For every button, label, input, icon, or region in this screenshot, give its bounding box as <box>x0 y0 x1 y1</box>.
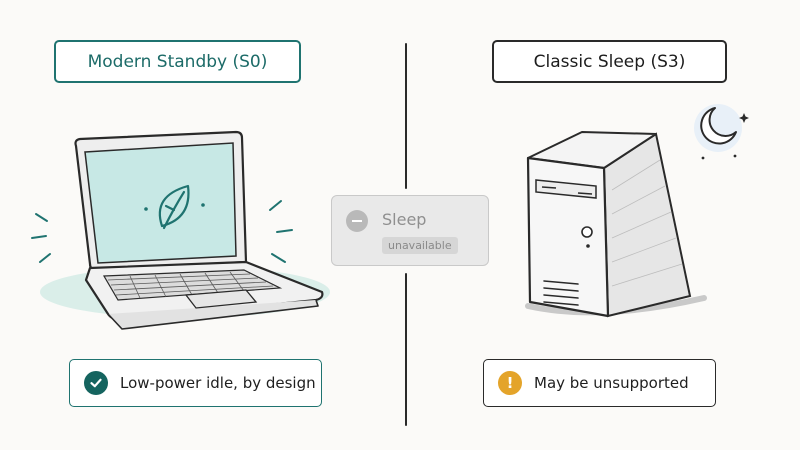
modern-standby-caption-text: Low-power idle, by design <box>120 374 316 392</box>
desktop-tower-illustration <box>525 104 749 318</box>
minus-circle-icon <box>346 210 368 232</box>
sparkle-icons <box>701 113 749 160</box>
laptop-trackpad <box>184 289 258 309</box>
check-circle-icon <box>84 371 108 395</box>
sleep-option-disabled: Sleep unavailable <box>331 195 489 266</box>
leaf-icon <box>158 184 190 230</box>
modern-standby-title: Modern Standby (S0) <box>54 40 301 83</box>
classic-sleep-title-text: Classic Sleep (S3) <box>533 51 686 72</box>
laptop-screen <box>84 142 237 264</box>
sleep-option-label: Sleep <box>382 210 427 229</box>
tower-vents <box>543 280 579 306</box>
classic-sleep-caption-text: May be unsupported <box>534 374 689 392</box>
laptop-activity-marks <box>31 200 293 263</box>
tower-power-button <box>581 226 593 238</box>
classic-sleep-caption: ! May be unsupported <box>483 359 716 407</box>
moon-icon <box>700 107 737 145</box>
laptop-keyboard <box>102 269 283 301</box>
check-mark-icon <box>90 378 102 388</box>
exclamation-mark: ! <box>506 373 514 392</box>
classic-sleep-title: Classic Sleep (S3) <box>492 40 727 83</box>
laptop-illustration <box>31 130 330 330</box>
exclamation-circle-icon: ! <box>498 371 522 395</box>
tower-side <box>602 132 692 318</box>
sleep-status-badge: unavailable <box>382 237 458 254</box>
modern-standby-title-text: Modern Standby (S0) <box>87 51 268 72</box>
modern-standby-caption: Low-power idle, by design <box>69 359 322 407</box>
